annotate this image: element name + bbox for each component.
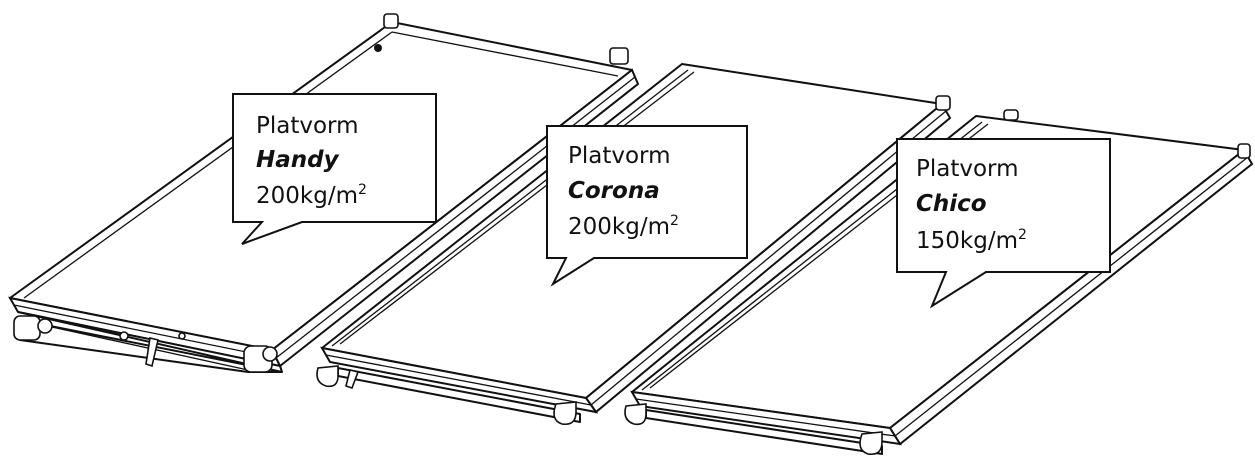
callout-handy-name: Handy <box>256 147 340 173</box>
callout-handy-line1: Platvorm <box>256 113 359 139</box>
callout-corona-line1: Platvorm <box>568 143 671 169</box>
callout-handy: Platvorm Handy 200kg/m2 <box>232 93 437 245</box>
callout-chico-load: 150kg/m2 <box>916 227 1027 254</box>
callout-corona-load: 200kg/m2 <box>568 213 679 240</box>
corona-hook-left <box>316 365 339 388</box>
chico-hook-right <box>859 431 883 456</box>
callout-chico-bubble <box>896 138 1111 309</box>
callout-corona: Platvorm Corona 200kg/m2 <box>546 125 748 287</box>
chico-hook-left <box>624 403 647 426</box>
callout-corona-bubble <box>546 125 748 287</box>
callout-chico-name: Chico <box>916 191 987 217</box>
handy-latch <box>145 337 159 368</box>
corona-latch <box>345 369 360 390</box>
callout-chico-line1: Platvorm <box>916 156 1019 182</box>
handy-hook-left <box>13 315 41 341</box>
corona-hook-right <box>553 401 577 426</box>
callout-corona-name: Corona <box>568 178 660 204</box>
callout-handy-load: 200kg/m2 <box>256 182 367 209</box>
callout-handy-bubble <box>232 93 437 245</box>
callout-chico: Platvorm Chico 150kg/m2 <box>896 138 1111 309</box>
